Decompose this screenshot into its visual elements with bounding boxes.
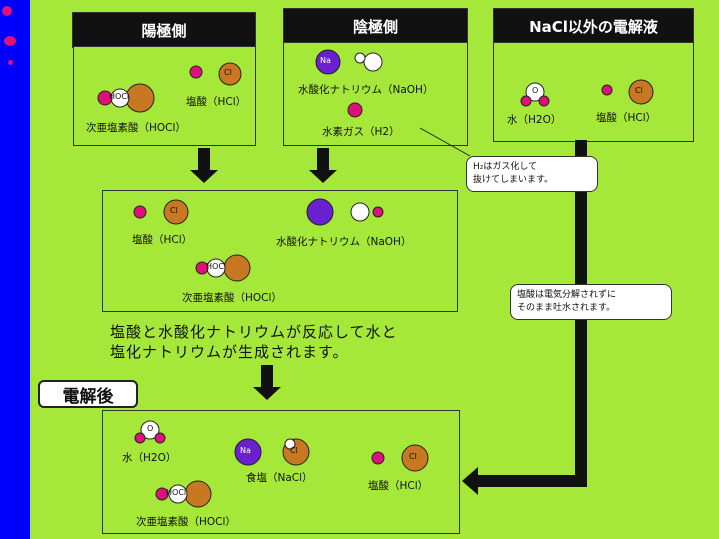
atom-label: Na xyxy=(320,56,331,65)
naoh-molecule xyxy=(315,49,383,75)
decor-dot xyxy=(2,6,12,16)
atom-label: Cl xyxy=(224,68,232,77)
hcl-molecule xyxy=(189,62,242,86)
atom-label: HOCl xyxy=(206,262,227,271)
decor-dot xyxy=(4,36,16,46)
atom-label: Cl xyxy=(170,206,178,215)
hcl-molecule xyxy=(371,444,429,472)
arrow-down-right xyxy=(309,148,337,183)
water-molecule xyxy=(520,82,550,107)
atom-label: Cl xyxy=(635,86,643,95)
after-electrolysis-tag: 電解後 xyxy=(38,380,138,408)
h2-gas-callout: H₂はガス化して 抜けてしまいます。 xyxy=(466,156,598,192)
callout-pointer xyxy=(419,127,471,157)
water-molecule xyxy=(134,420,166,444)
reaction-text-line1: 塩酸と水酸化ナトリウムが反応して水と xyxy=(110,323,398,341)
hocl-molecule xyxy=(97,83,155,113)
atom-label: Na xyxy=(240,446,251,455)
hocl-label: 次亜塩素酸（HOCl） xyxy=(86,122,186,134)
atom-label: HOCl xyxy=(109,92,130,101)
atom-label: HOCl xyxy=(166,488,187,497)
salt-molecule xyxy=(234,438,310,466)
water-label: 水（H2O） xyxy=(122,452,177,464)
naoh-label: 水酸化ナトリウム（NaOH） xyxy=(298,84,434,96)
arrow-down-left xyxy=(190,148,218,183)
hcl-passthrough-callout: 塩酸は電気分解されずに そのまま吐水されます。 xyxy=(510,284,672,320)
hcl-molecule xyxy=(133,199,189,225)
reaction-text-line2: 塩化ナトリウムが生成されます。 xyxy=(110,343,349,361)
decor-dot xyxy=(8,60,13,65)
diagram-graphics xyxy=(97,49,654,508)
slide-canvas: 陽極側 陰極側 NaCl以外の電解液 xyxy=(30,0,719,539)
atom-label: Cl xyxy=(290,446,298,455)
hocl-molecule xyxy=(155,480,212,508)
atom-label: O xyxy=(147,424,154,433)
atom-label: Cl xyxy=(409,452,417,461)
mixed-panel xyxy=(102,190,458,312)
arrow-down-center xyxy=(253,365,281,400)
naoh-label: 水酸化ナトリウム（NaOH） xyxy=(276,236,412,248)
atom-label: O xyxy=(532,86,539,95)
anode-header: 陽極側 xyxy=(72,12,256,48)
hocl-label: 次亜塩素酸（HOCl） xyxy=(136,516,236,528)
hcl-label: 塩酸（HCl） xyxy=(186,96,247,108)
hcl-label: 塩酸（HCl） xyxy=(368,480,429,492)
hcl-label: 塩酸（HCl） xyxy=(596,112,657,124)
naoh-molecule xyxy=(306,198,384,226)
anode-panel xyxy=(73,46,256,146)
after-panel xyxy=(102,410,460,534)
hcl-molecule xyxy=(601,79,654,105)
water-label: 水（H2O） xyxy=(507,114,562,126)
hcl-label: 塩酸（HCl） xyxy=(132,234,193,246)
hocl-label: 次亜塩素酸（HOCl） xyxy=(182,292,282,304)
other-header: NaCl以外の電解液 xyxy=(493,8,694,44)
salt-label: 食塩（NaCl） xyxy=(246,472,313,484)
hocl-molecule xyxy=(195,254,251,282)
h2-label: 水素ガス（H2） xyxy=(322,126,400,138)
h2-molecule xyxy=(347,102,363,118)
